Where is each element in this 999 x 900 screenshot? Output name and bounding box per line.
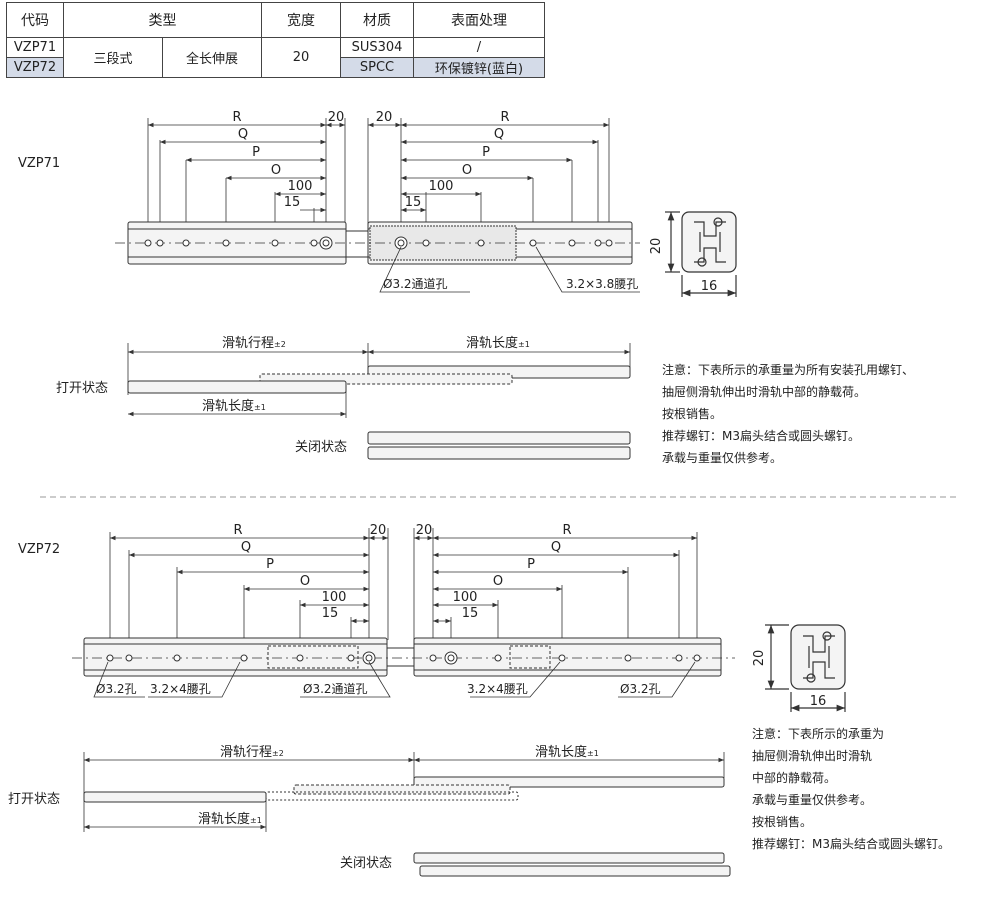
vzp71-holes bbox=[144, 236, 613, 250]
vzp71-open-state bbox=[127, 365, 631, 394]
dim-P: P bbox=[527, 557, 535, 572]
dim-P: P bbox=[266, 557, 274, 572]
vzp72-holes bbox=[106, 651, 701, 665]
cell-material: SPCC bbox=[340, 57, 414, 78]
label-open-state: 打开状态 bbox=[56, 381, 108, 396]
note-line: 承载与重量仅供参考。 bbox=[752, 792, 872, 807]
note-line: 注意：下表所示的承重为 bbox=[752, 726, 884, 741]
dim-O: O bbox=[271, 163, 281, 178]
cell-type1: 三段式 bbox=[63, 37, 163, 78]
note-line: 注意：下表所示的承重量为所有安装孔用螺钉、 bbox=[662, 362, 914, 377]
vzp71-dimension-labels: R Q P O 100 15 20 20 R Q P O 100 15 bbox=[232, 110, 509, 210]
callout-slot: 3.2×4腰孔 bbox=[150, 682, 211, 696]
note-line: 承载与重量仅供参考。 bbox=[662, 450, 782, 465]
label-length: 滑轨长度±1 bbox=[202, 398, 266, 414]
dim-20: 20 bbox=[376, 110, 393, 125]
note-line: 推荐螺钉：M3扁头结合或圆头螺钉。 bbox=[752, 836, 950, 851]
dim-100: 100 bbox=[288, 179, 313, 194]
vzp72-callouts: Ø3.2孔 3.2×4腰孔 Ø3.2通道孔 3.2×4腰孔 Ø3.2孔 bbox=[96, 682, 661, 696]
dim-15: 15 bbox=[462, 606, 479, 621]
dim-Q: Q bbox=[238, 127, 248, 142]
label-length: 滑轨长度±1 bbox=[466, 335, 530, 351]
vzp71-notes: 注意：下表所示的承重量为所有安装孔用螺钉、 抽屉侧滑轨伸出时滑轨中部的静载荷。 … bbox=[662, 362, 914, 465]
callout-through-hole: Ø3.2通道孔 bbox=[303, 682, 368, 696]
note-line: 中部的静载荷。 bbox=[752, 770, 836, 785]
table-row: VZP72 SPCC 环保镀锌(蓝白) bbox=[6, 57, 545, 78]
dim-R: R bbox=[500, 110, 509, 125]
label-length: 滑轨长度±1 bbox=[198, 811, 262, 827]
vzp71-closed-state bbox=[367, 431, 631, 460]
dim-R: R bbox=[562, 523, 571, 538]
section-height: 20 bbox=[752, 650, 767, 667]
vzp72-closed-state bbox=[413, 852, 731, 877]
callout-hole: Ø3.2孔 bbox=[96, 682, 137, 696]
dim-P: P bbox=[252, 145, 260, 160]
vzp72-title: VZP72 bbox=[18, 542, 60, 557]
label-closed-state: 关闭状态 bbox=[340, 856, 392, 871]
section-width: 16 bbox=[810, 694, 827, 709]
label-travel: 滑轨行程±2 bbox=[220, 745, 284, 760]
vzp71-title: VZP71 bbox=[18, 156, 60, 171]
header-type: 类型 bbox=[63, 2, 262, 38]
cell-surface: 环保镀锌(蓝白) bbox=[413, 57, 545, 78]
dim-20: 20 bbox=[370, 523, 387, 538]
dim-O: O bbox=[462, 163, 472, 178]
note-line: 按根销售。 bbox=[662, 406, 722, 421]
vzp72-callout-leaders bbox=[93, 661, 696, 698]
dim-Q: Q bbox=[551, 540, 561, 555]
spec-table: 代码 类型 宽度 材质 表面处理 VZP71 三段式 全长伸展 20 SUS30… bbox=[6, 2, 545, 78]
section-height: 20 bbox=[649, 238, 664, 255]
dim-R: R bbox=[232, 110, 241, 125]
callout-slot: 3.2×4腰孔 bbox=[467, 682, 528, 696]
section-width: 16 bbox=[701, 279, 718, 294]
header-surface: 表面处理 bbox=[413, 2, 545, 38]
header-code: 代码 bbox=[6, 2, 64, 38]
cell-code: VZP72 bbox=[6, 57, 64, 78]
vzp71-callout-leaders bbox=[379, 246, 640, 293]
dim-20: 20 bbox=[416, 523, 433, 538]
dim-20: 20 bbox=[328, 110, 345, 125]
dim-15: 15 bbox=[322, 606, 339, 621]
cell-width: 20 bbox=[261, 37, 341, 78]
vzp72-open-state bbox=[83, 776, 725, 803]
dim-R: R bbox=[233, 523, 242, 538]
dim-P: P bbox=[482, 145, 490, 160]
dim-100: 100 bbox=[322, 590, 347, 605]
dim-O: O bbox=[493, 574, 503, 589]
dim-15: 15 bbox=[405, 195, 422, 210]
dim-100: 100 bbox=[453, 590, 478, 605]
label-open-state: 打开状态 bbox=[8, 792, 60, 807]
header-material: 材质 bbox=[340, 2, 414, 38]
callout-slot: 3.2×3.8腰孔 bbox=[566, 277, 638, 291]
dim-100: 100 bbox=[429, 179, 454, 194]
table-header-row: 代码 类型 宽度 材质 表面处理 bbox=[6, 2, 545, 38]
callout-through-hole: Ø3.2通道孔 bbox=[383, 277, 448, 291]
callout-hole: Ø3.2孔 bbox=[620, 682, 661, 696]
vzp72-cross-section bbox=[765, 624, 846, 712]
dim-Q: Q bbox=[241, 540, 251, 555]
note-line: 推荐螺钉：M3扁头结合或圆头螺钉。 bbox=[662, 428, 860, 443]
dim-Q: Q bbox=[494, 127, 504, 142]
dim-15: 15 bbox=[284, 195, 301, 210]
dim-O: O bbox=[300, 574, 310, 589]
table-row: VZP71 三段式 全长伸展 20 SUS304 / bbox=[6, 37, 545, 78]
cell-type2: 全长伸展 bbox=[162, 37, 262, 78]
label-closed-state: 关闭状态 bbox=[295, 440, 347, 455]
note-line: 抽屉侧滑轨伸出时滑轨 bbox=[752, 749, 872, 763]
note-line: 抽屉侧滑轨伸出时滑轨中部的静载荷。 bbox=[662, 384, 866, 399]
vzp72-rail-drawing bbox=[83, 637, 722, 677]
vzp71-cross-section bbox=[665, 211, 737, 297]
label-length: 滑轨长度±1 bbox=[535, 744, 599, 760]
vzp72-state-dims bbox=[83, 752, 725, 832]
label-travel: 滑轨行程±2 bbox=[222, 336, 286, 351]
note-line: 按根销售。 bbox=[752, 814, 812, 829]
vzp72-dimension-labels: R Q P O 100 15 20 20 R Q P O 100 15 bbox=[233, 523, 571, 621]
vzp72-notes: 注意：下表所示的承重为 抽屉侧滑轨伸出时滑轨 中部的静载荷。 承载与重量仅供参考… bbox=[752, 726, 950, 851]
